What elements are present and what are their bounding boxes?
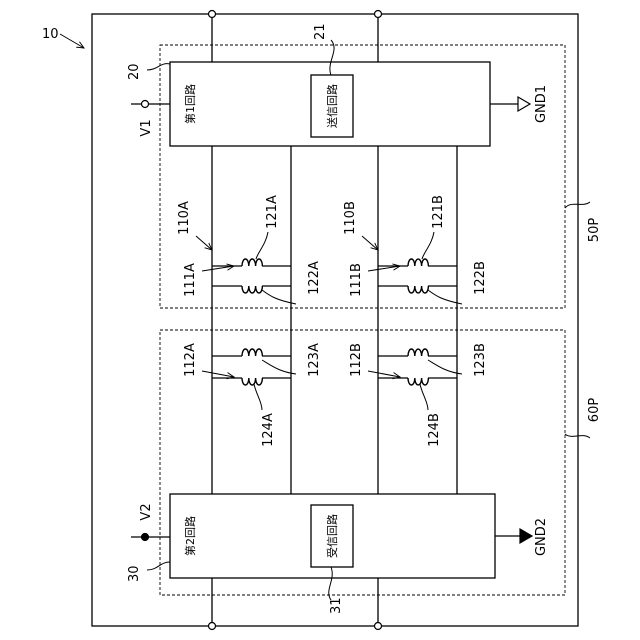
coil-121b-label: 121B bbox=[431, 195, 446, 229]
coil-111a-label: 111A bbox=[183, 263, 198, 297]
system-label: 10 bbox=[42, 27, 59, 42]
gnd1-symbol bbox=[490, 97, 530, 111]
channel-b-label: 110B bbox=[343, 201, 358, 235]
coil-123b-label: 123B bbox=[473, 343, 488, 377]
v2-label: V2 bbox=[139, 503, 154, 520]
second-circuit-ref-label: 30 bbox=[127, 565, 142, 582]
v1-terminal bbox=[131, 101, 170, 108]
rx-name: 受信回路 bbox=[326, 514, 339, 558]
channel-a-label: 110A bbox=[177, 201, 192, 235]
coil-124b-label: 124B bbox=[427, 413, 442, 447]
coil-111b-label: 111B bbox=[349, 263, 364, 297]
gnd2-symbol bbox=[495, 529, 532, 543]
coil-124a-label: 124A bbox=[261, 413, 276, 447]
coil-122b-label: 122B bbox=[473, 261, 488, 295]
first-circuit-ref-label: 20 bbox=[127, 63, 142, 80]
tx-name: 送信回路 bbox=[325, 84, 339, 128]
coil-112a-label: 112A bbox=[183, 343, 198, 377]
coil-121b bbox=[408, 259, 428, 266]
v2-terminal bbox=[131, 534, 170, 541]
rx-ref-label: 31 bbox=[329, 597, 344, 614]
package-60p-label: 60P bbox=[587, 398, 602, 423]
coil-121a-label: 121A bbox=[265, 195, 280, 229]
first-circuit-name: 第1回路 bbox=[183, 84, 197, 124]
gnd1-label: GND1 bbox=[534, 85, 549, 123]
coil-122b bbox=[408, 286, 428, 293]
coil-121a bbox=[242, 259, 262, 266]
coil-124a bbox=[242, 378, 262, 385]
coil-123a-label: 123A bbox=[307, 343, 322, 377]
v1-label: V1 bbox=[139, 119, 154, 136]
coil-112b-label: 112B bbox=[349, 343, 364, 377]
coil-122a bbox=[242, 286, 262, 293]
coil-124b bbox=[408, 378, 428, 385]
coil-122a-label: 122A bbox=[307, 261, 322, 295]
coil-123b bbox=[408, 349, 428, 356]
coil-123a bbox=[242, 349, 262, 356]
package-50p-label: 50P bbox=[587, 218, 602, 243]
second-circuit-name: 第2回路 bbox=[183, 516, 197, 556]
tx-ref-label: 21 bbox=[313, 23, 328, 40]
gnd2-label: GND2 bbox=[534, 518, 549, 556]
bus-wires bbox=[209, 11, 382, 630]
